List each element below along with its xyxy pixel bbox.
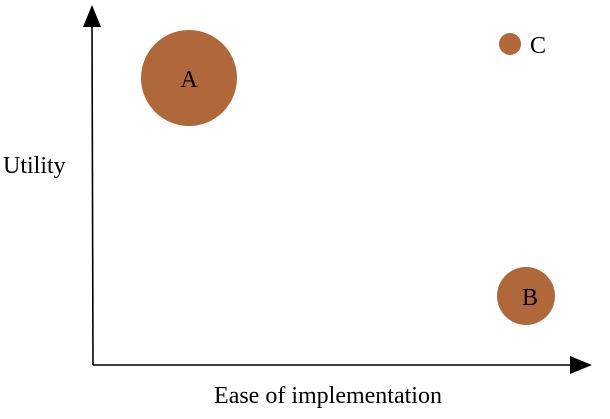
y-axis-line: [91, 21, 94, 366]
x-axis-label: Ease of implementation: [214, 383, 442, 409]
bubble-a-label: A: [180, 67, 198, 93]
y-axis-arrowhead: [83, 5, 101, 27]
bubble-b: [497, 267, 555, 325]
y-axis-label: Utility: [3, 153, 66, 179]
bubble-c-label: C: [530, 33, 546, 59]
bubble-c: [499, 33, 521, 55]
x-axis-arrowhead: [570, 356, 592, 374]
bubble-a: [141, 30, 237, 126]
bubble-b-label: B: [522, 285, 538, 311]
